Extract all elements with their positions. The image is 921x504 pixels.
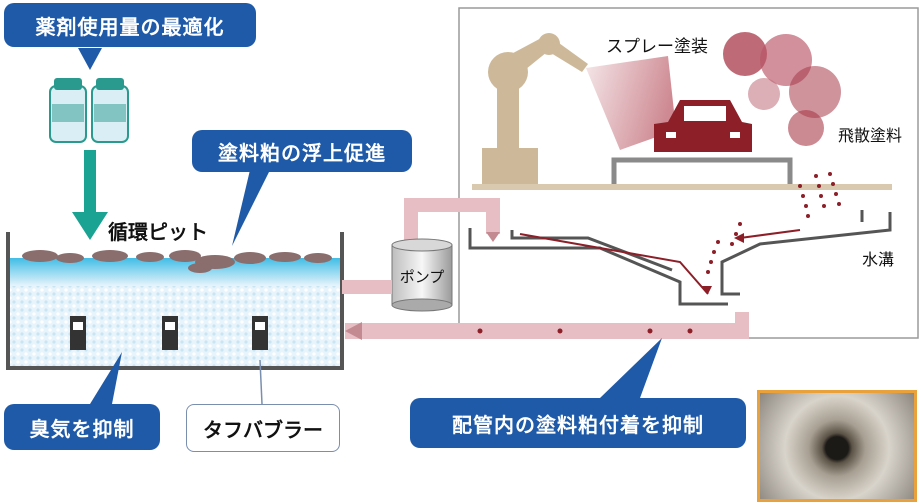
chemical-bottle-icon [49, 78, 129, 143]
ditch-label: 水溝 [862, 250, 895, 269]
ditch-arrowhead [700, 286, 712, 294]
mist-cloud [723, 32, 841, 146]
floating-sludge [22, 250, 332, 273]
callout-pointer-pipe [600, 338, 662, 398]
callout-float: 塗料粕の浮上促進 [192, 130, 412, 172]
pipe-interior-photo [757, 390, 917, 502]
ditch-flow-arrow [519, 229, 801, 295]
return-pipe [345, 312, 749, 340]
dosing-arrow [72, 150, 108, 240]
booth-floor [472, 184, 892, 190]
car-icon [654, 100, 752, 152]
bubbler-label: タフバブラー [186, 404, 340, 452]
pipe-paint-dots [477, 328, 693, 334]
supply-arrowhead [486, 232, 500, 242]
pit-pump-pipe [342, 280, 392, 294]
spray-label: スプレー塗装 [606, 37, 708, 57]
callout-odor: 臭気を抑制 [4, 404, 160, 450]
ditch-arrowhead-2 [734, 233, 744, 243]
spray-cone [586, 56, 676, 150]
callout-optimize: 薬剤使用量の最適化 [4, 3, 256, 47]
mist-label: 飛散塗料 [838, 126, 903, 145]
falling-paint-dots [706, 172, 841, 274]
robot-arm [482, 33, 588, 184]
pump-label: ポンプ [399, 268, 445, 286]
conveyor-table [611, 157, 793, 184]
callout-pipe: 配管内の塗料粕付着を抑制 [410, 398, 746, 448]
callout-pointer-float [232, 170, 270, 246]
supply-pipe [404, 198, 500, 244]
bubbler-unit [70, 316, 268, 350]
callout-pointer-odor [90, 352, 122, 404]
callout-pointer-optimize [78, 48, 102, 70]
pit-label: 循環ピット [108, 220, 208, 244]
bubbler-leader [259, 359, 263, 405]
pump [391, 238, 453, 312]
